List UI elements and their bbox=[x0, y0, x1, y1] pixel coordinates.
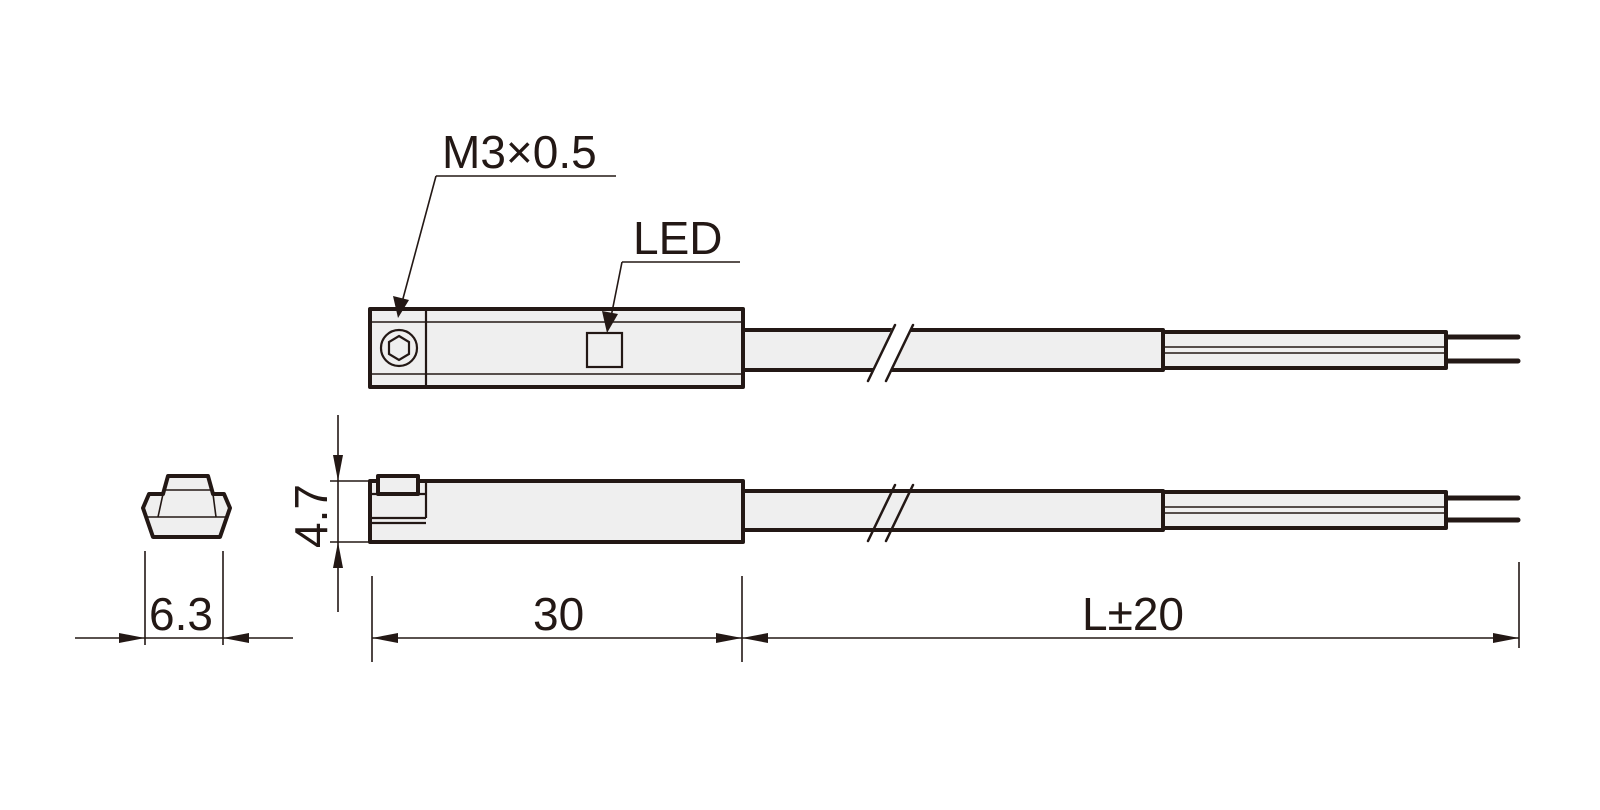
top-view bbox=[368, 307, 1521, 389]
side-screw-head bbox=[376, 474, 420, 496]
dim-body-length: 30 bbox=[371, 576, 743, 662]
side-sensor-body bbox=[368, 479, 745, 544]
side-cable-break bbox=[884, 483, 915, 543]
body-length-label: 30 bbox=[533, 588, 584, 640]
top-wire-section bbox=[1158, 330, 1448, 370]
side-cable-break bbox=[866, 483, 897, 543]
dim-arrow bbox=[119, 633, 145, 643]
dim-arrow bbox=[223, 633, 249, 643]
screw-circle bbox=[379, 328, 419, 368]
led-label: LED bbox=[633, 212, 722, 264]
side-cable bbox=[741, 489, 1165, 532]
height-label: 4.7 bbox=[285, 484, 337, 548]
end-view bbox=[141, 474, 232, 539]
end-profile bbox=[141, 474, 232, 539]
top-cable-break bbox=[884, 323, 915, 383]
end-profile-line bbox=[212, 493, 217, 518]
thread-leader bbox=[400, 175, 437, 307]
top-cable-break-gap bbox=[870, 325, 914, 375]
cable-length-label: L±20 bbox=[1082, 588, 1184, 640]
thread-callout: M3×0.5 bbox=[393, 126, 616, 318]
dim-cable-length: L±20 bbox=[742, 562, 1520, 648]
dim-arrow bbox=[333, 455, 343, 481]
thread-leader-arrow bbox=[393, 296, 409, 318]
led-leader bbox=[609, 261, 623, 323]
side-wire-section bbox=[1158, 490, 1448, 530]
top-cable-break bbox=[866, 323, 897, 383]
end-profile-line bbox=[157, 493, 164, 518]
dim-arrow bbox=[1493, 633, 1519, 643]
hex-socket-icon bbox=[387, 334, 411, 362]
led-callout: LED bbox=[602, 212, 740, 333]
dim-arrow bbox=[372, 633, 398, 643]
led-window bbox=[585, 331, 624, 369]
dim-arrow bbox=[742, 633, 768, 643]
led-leader-arrow bbox=[602, 311, 618, 333]
side-view bbox=[368, 474, 1521, 544]
top-cable bbox=[741, 328, 1165, 372]
dim-arrow bbox=[716, 633, 742, 643]
thread-label: M3×0.5 bbox=[442, 126, 597, 178]
dim-height: 4.7 bbox=[285, 415, 372, 612]
dim-width: 6.3 bbox=[75, 551, 293, 645]
dim-arrow bbox=[333, 542, 343, 568]
width-label: 6.3 bbox=[149, 588, 213, 640]
